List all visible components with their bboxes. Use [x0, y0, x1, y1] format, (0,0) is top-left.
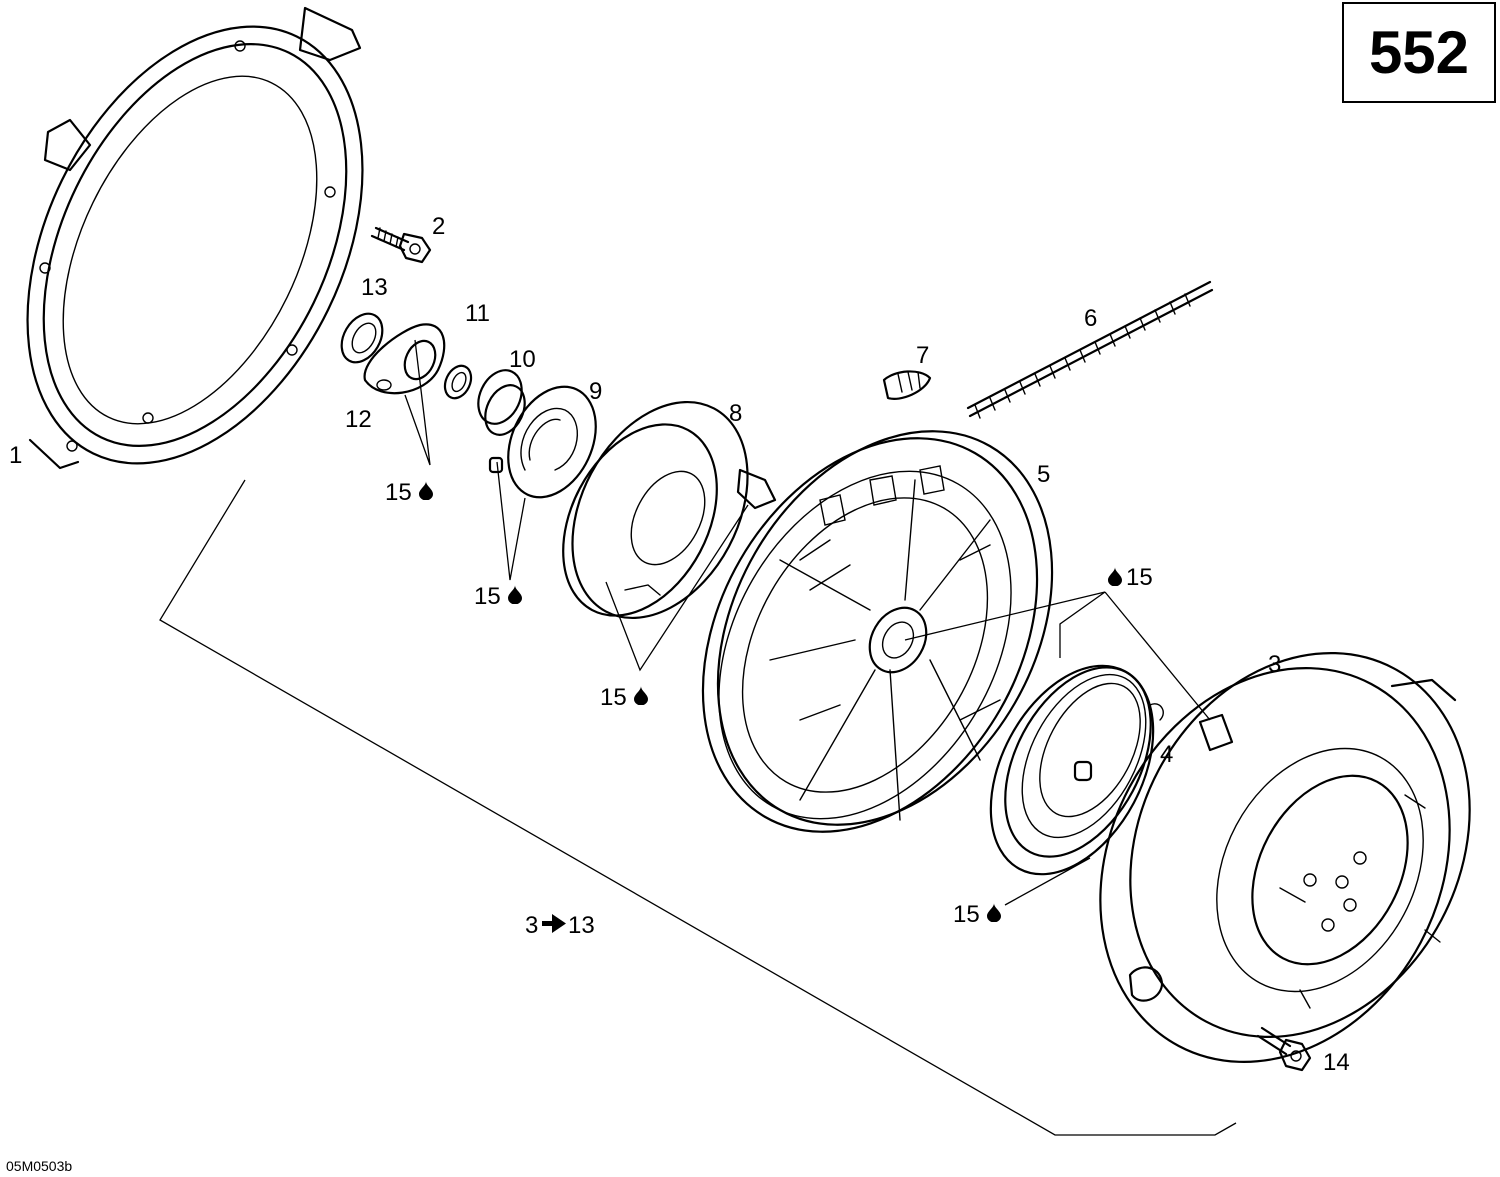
oil-drop-icon: [1108, 567, 1122, 586]
part-6-rope: [966, 280, 1214, 419]
callout-9: 9: [589, 378, 602, 405]
callout-5: 5: [1037, 461, 1050, 488]
callout-14: 14: [1323, 1049, 1350, 1076]
assembly-range-label: 3 13: [525, 912, 595, 939]
lube-number: 15: [474, 583, 501, 610]
part-1-cover-ring: [26, 6, 364, 470]
part-14-bolt: [1256, 1026, 1312, 1072]
callout-13: 13: [361, 274, 388, 301]
lube-number: 15: [600, 684, 627, 711]
callout-7: 7: [916, 342, 929, 369]
lube-number: 15: [385, 479, 412, 506]
callout-1: 1: [9, 442, 22, 469]
part-11-washer: [443, 364, 473, 400]
oil-drop-icon: [987, 903, 1001, 922]
callout-2: 2: [432, 213, 445, 240]
callout-6: 6: [1084, 305, 1097, 332]
diagram-reference-code: 05M0503b: [6, 1158, 73, 1174]
arrow-right-icon: [542, 914, 566, 933]
leader-lines: [159, 339, 1237, 1136]
oil-drop-icon: [508, 585, 522, 604]
lube-number: 15: [953, 901, 980, 928]
callout-4: 4: [1160, 741, 1173, 768]
callout-12: 12: [345, 406, 372, 433]
lube-callout: 15: [600, 684, 648, 711]
part-10-bushing: [477, 369, 526, 436]
part-3-starter-housing: [1099, 651, 1471, 1063]
oil-drop-icon: [419, 481, 433, 500]
lubricant-callouts: 15 15 15 15 15: [385, 479, 1153, 928]
callout-11: 11: [465, 300, 490, 327]
part-4-recoil-spring: [989, 664, 1164, 876]
page-number-box: 552: [1342, 2, 1496, 103]
callout-labels: 1 2 3 4 5 6 7 8 9 10 11 12 13 14: [9, 213, 1350, 1076]
oil-drop-icon: [634, 686, 648, 705]
lube-callout: 15: [385, 479, 433, 506]
lube-number: 15: [1126, 564, 1153, 591]
callout-8: 8: [729, 400, 742, 427]
part-5-sheave: [701, 430, 1054, 833]
part-2-screw: [370, 226, 432, 264]
page-number: 552: [1368, 19, 1470, 86]
assembly-from: 3: [525, 912, 538, 939]
lube-callout: 15: [953, 901, 1001, 928]
callout-10: 10: [509, 346, 536, 373]
part-13-circlip: [340, 312, 384, 364]
lube-callout: 15: [1108, 564, 1153, 591]
part-12-plate: [363, 323, 446, 395]
part-8-pulley-cover: [562, 400, 777, 620]
part-7-rope-handle: [882, 370, 932, 400]
part-9-ratchet: [488, 385, 597, 499]
assembly-to: 13: [568, 912, 595, 939]
lube-callout: 15: [474, 583, 522, 610]
callout-3: 3: [1268, 651, 1281, 678]
